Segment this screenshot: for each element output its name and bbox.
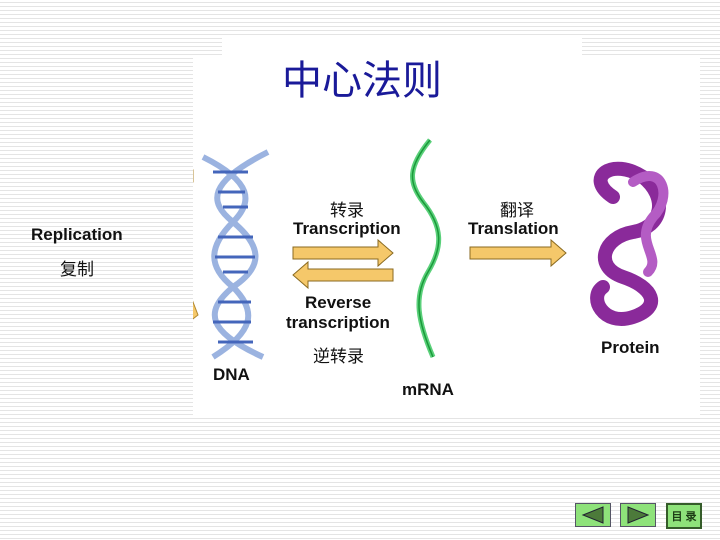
triangle-left-icon (581, 506, 604, 524)
table-of-contents-button[interactable]: 目 录 (666, 503, 702, 529)
page-title: 中心法则 (282, 58, 442, 104)
replication-zh-label: 复制 (60, 260, 94, 280)
replication-label: Replication (31, 225, 123, 244)
reverse-zh-label: 逆转录 (313, 347, 364, 367)
translation-label: Translation (468, 219, 559, 238)
dna-helix (201, 149, 270, 360)
translation-arrow (469, 238, 567, 268)
previous-button[interactable] (575, 503, 611, 527)
dna-label: DNA (213, 365, 250, 384)
reverse-label: Reverse (305, 293, 372, 312)
mrna-label: mRNA (402, 380, 454, 399)
protein-structure (590, 161, 669, 326)
transcription-arrow (292, 238, 394, 268)
reverse-label-2: transcription (286, 313, 390, 332)
translation-zh-label: 翻译 (500, 201, 534, 221)
central-dogma-figure (193, 57, 700, 418)
protein-label: Protein (601, 338, 660, 357)
replication-arrow (193, 169, 199, 320)
transcription-label: Transcription (293, 219, 401, 238)
figure-graphics (193, 138, 669, 360)
transcription-zh-label: 转录 (330, 201, 364, 221)
mrna-strand (410, 138, 442, 358)
reverse-transcription-arrow (292, 260, 394, 290)
next-button[interactable] (620, 503, 656, 527)
triangle-right-icon (627, 506, 650, 524)
